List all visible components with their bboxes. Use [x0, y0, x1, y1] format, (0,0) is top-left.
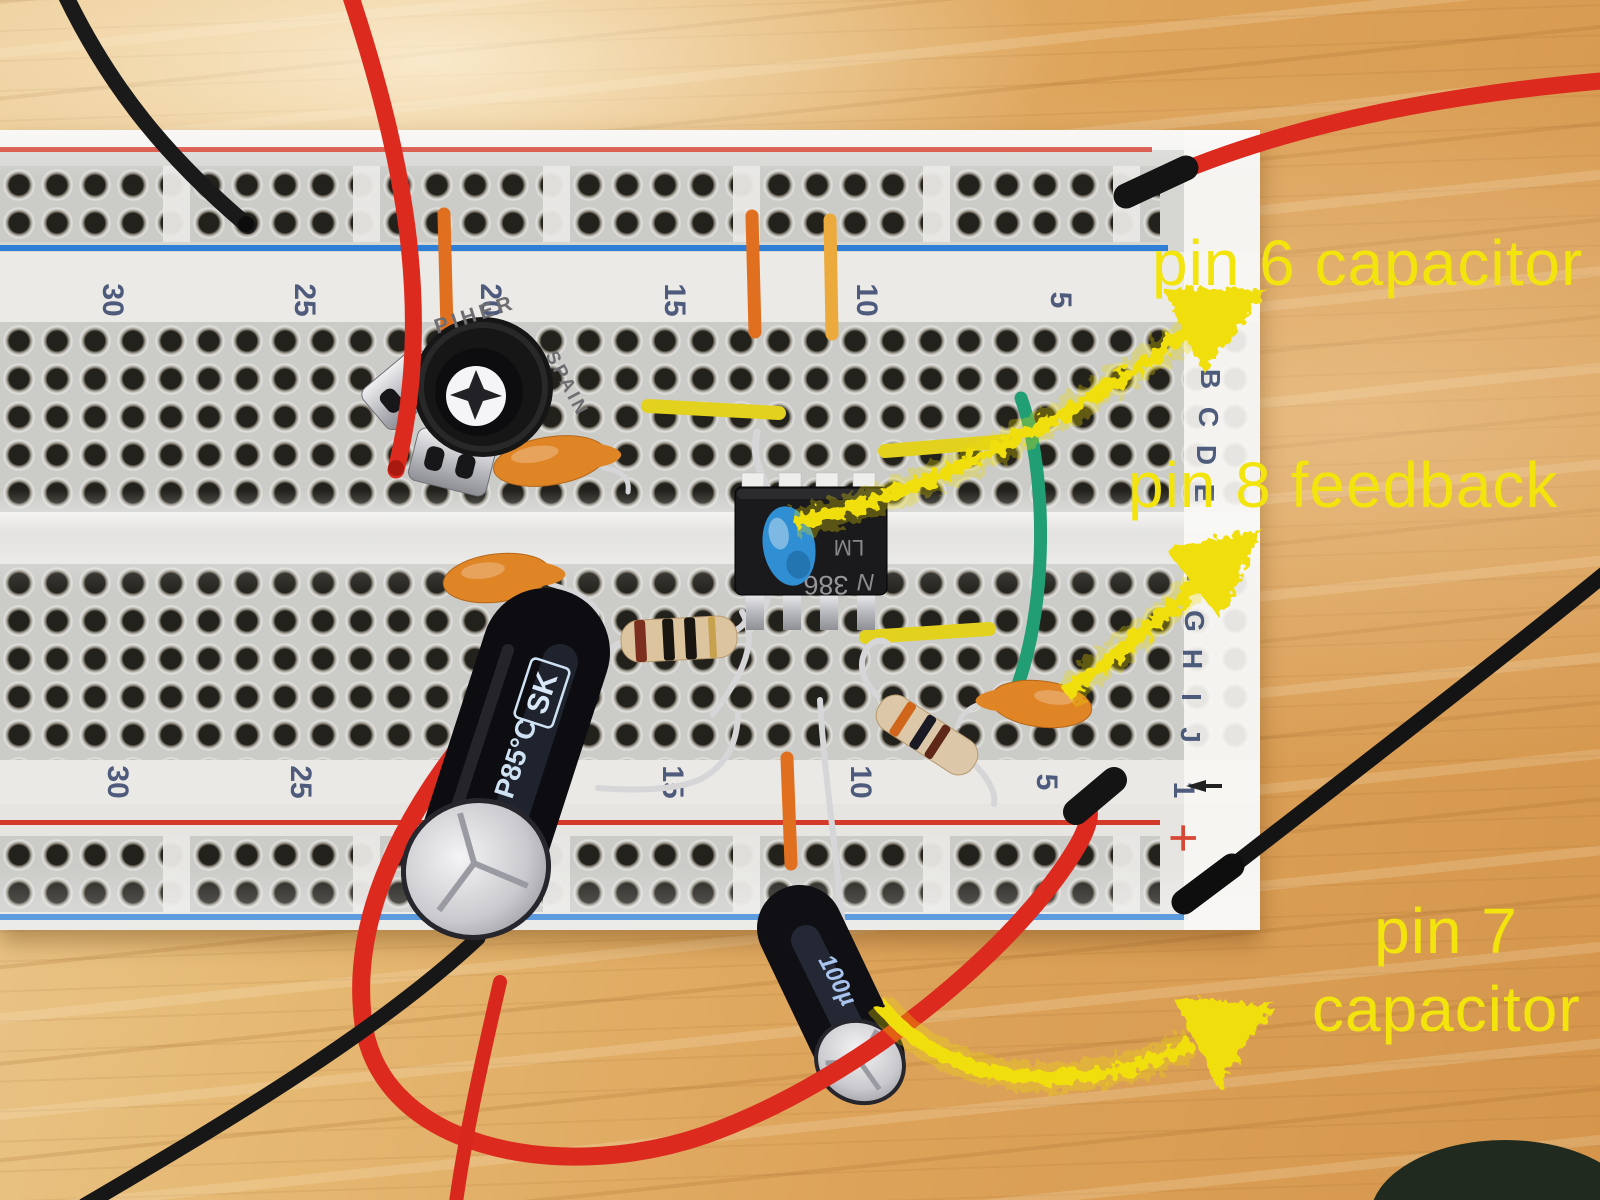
- orange-capacitor: [442, 552, 566, 604]
- bottom-power-rail-holes: [0, 836, 1160, 912]
- bottom-power-rail: [0, 804, 1260, 930]
- black-wire-right: [1212, 567, 1600, 884]
- breadboard-top-edge: [0, 130, 1260, 150]
- ic-marking-386: 386: [803, 570, 848, 600]
- large-electrolytic-capacitor: SK P85°C: [400, 588, 610, 940]
- black-heatshrink-tip: [1171, 853, 1245, 915]
- rail-polarity-mark: [1186, 780, 1222, 792]
- pin7-annotation-line1: pin 7: [1374, 895, 1518, 967]
- resistor-orange-black-brown: [875, 694, 979, 776]
- breadboard-right-end: [1184, 130, 1260, 930]
- top-number-strip: [0, 252, 1260, 322]
- capacitor-lead: [547, 581, 600, 619]
- bottom-rail-red-line: [0, 820, 1160, 825]
- red-loop-wire: [352, 683, 1127, 1166]
- orange-capacitor: [493, 435, 622, 487]
- orange-jumper: [437, 207, 454, 337]
- orange-jumper: [745, 209, 762, 339]
- black-wire-top-left: [58, 0, 256, 234]
- big-cap-sk-marking: SK: [513, 657, 571, 729]
- amber-jumper: [823, 213, 839, 341]
- top-rail-blue-line: [0, 245, 1168, 251]
- yellow-jumper: [859, 622, 996, 644]
- red-wire-top-right: [1147, 72, 1600, 191]
- black-wire-bottom-left: [79, 930, 486, 1200]
- arrow-to-pin7-label: [868, 994, 1276, 1093]
- orange-jumper: [780, 751, 798, 871]
- bottom-number-strip: [0, 760, 1260, 804]
- ic-logo-mark: N: [857, 568, 875, 595]
- pin7-annotation: pin 7 capacitor: [1312, 892, 1580, 1048]
- resistor-lead: [971, 761, 998, 807]
- red-wire-bottom-left: [449, 975, 507, 1200]
- pot-rotor-slot: [450, 370, 502, 420]
- bottom-rail-blue-line: [0, 914, 1188, 920]
- capacitor-lead: [595, 711, 741, 793]
- arrow-to-pin8-label: [1056, 527, 1264, 706]
- red-wire-top-left: [342, 0, 422, 479]
- resistor-brown-black-black: [620, 615, 738, 663]
- red-wire-tip: [388, 460, 404, 476]
- annotation-arrows: [791, 287, 1276, 1093]
- pin6-annotation: pin 6 capacitor: [1152, 227, 1584, 299]
- yellow-jumper: [641, 399, 786, 420]
- hookup-wires: [58, 0, 1600, 915]
- rail-hole-group-gaps: [0, 836, 1160, 912]
- arrow-to-pin6-label: [791, 287, 1269, 538]
- top-rail-red-line: [0, 147, 1152, 152]
- capacitor-lead: [601, 465, 631, 495]
- center-channel: [0, 512, 1260, 564]
- black-wire-tip: [238, 216, 254, 232]
- dark-object-corner: [1373, 1140, 1600, 1200]
- black-heatshrink-tip: [1063, 767, 1127, 825]
- pin8-annotation: pin 8 feedback: [1128, 449, 1559, 521]
- black-heatshrink-tip: [1113, 155, 1199, 209]
- ic-marking-lm: LM: [834, 535, 865, 560]
- pin7-annotation-line2: capacitor: [1312, 973, 1581, 1045]
- resistor-lead: [859, 637, 891, 699]
